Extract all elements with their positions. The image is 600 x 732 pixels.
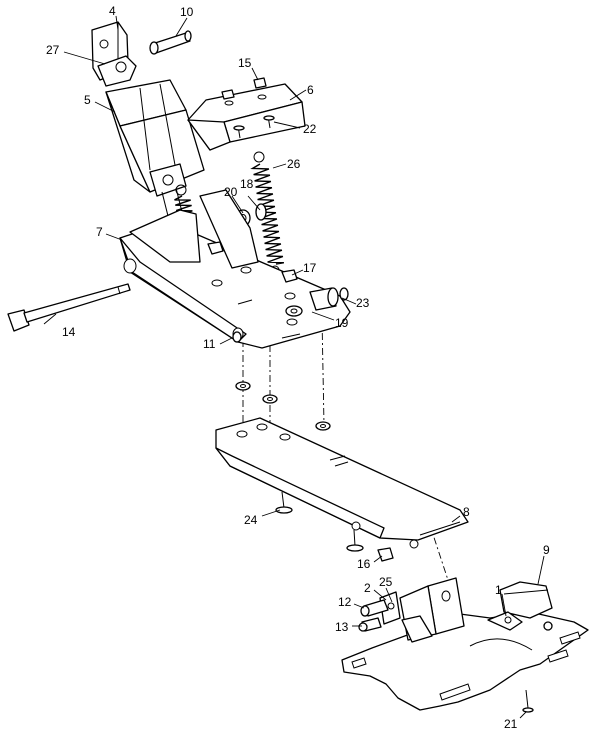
- cover-part-9: [499, 581, 553, 619]
- linkage-part-25: [379, 591, 433, 643]
- bolt-part-12: [360, 599, 389, 617]
- callout-27: 27: [46, 43, 60, 57]
- long-bolt-part-14: [7, 283, 131, 332]
- callout-7: 7: [96, 225, 103, 239]
- callout-10: 10: [180, 5, 194, 19]
- upper-bracket-part-6: [187, 83, 306, 151]
- nut-part-16: [377, 547, 394, 562]
- callout-1: 1: [495, 583, 502, 597]
- callout-13: 13: [335, 620, 349, 634]
- callout-23: 23: [356, 296, 370, 310]
- callout-21: 21: [504, 717, 518, 731]
- callout-14: 14: [62, 325, 76, 339]
- callout-26: 26: [287, 157, 301, 171]
- callout-22: 22: [303, 122, 317, 136]
- callout-20: 20: [224, 185, 238, 199]
- stud-middle: [346, 529, 364, 552]
- screw-part-21: [522, 689, 534, 713]
- callout-17: 17: [303, 261, 317, 275]
- callout-18: 18: [240, 177, 254, 191]
- bolt-part-11: [232, 331, 242, 343]
- callout-2: 2: [364, 581, 371, 595]
- callout-9: 9: [543, 543, 550, 557]
- actuator-part-5: [105, 79, 205, 233]
- washers-mid: [235, 381, 331, 431]
- pivot-part-1: [487, 611, 553, 631]
- stud-part-24: [275, 491, 293, 514]
- callout-5: 5: [84, 93, 91, 107]
- nut-part-15: [221, 77, 267, 100]
- callout-4: 4: [109, 4, 116, 18]
- callout-8: 8: [463, 505, 470, 519]
- washer-part-19: [285, 305, 303, 317]
- callout-15: 15: [238, 56, 252, 70]
- leader-lines: [43, 15, 545, 719]
- pin-part-10: [149, 30, 192, 55]
- screw-part-22: [233, 115, 275, 139]
- nut-spring-left: [207, 241, 224, 255]
- callout-6: 6: [307, 83, 314, 97]
- callout-16: 16: [357, 557, 371, 571]
- top-bracket-part-4: [91, 21, 137, 87]
- callout-24: 24: [244, 513, 258, 527]
- callout-25: 25: [379, 575, 393, 589]
- bushing-part-23: [309, 287, 349, 311]
- slide-rail-part-8: [215, 417, 469, 549]
- callout-11: 11: [203, 337, 216, 351]
- callouts: 1 2 4 5 6 7 8 9 10 11 12 13 14 15 16 17 …: [46, 4, 550, 731]
- callout-19: 19: [335, 316, 349, 330]
- bolt-part-13: [358, 617, 382, 632]
- callout-12: 12: [338, 595, 352, 609]
- nut-part-17: [281, 269, 298, 283]
- lower-plate: [341, 611, 589, 711]
